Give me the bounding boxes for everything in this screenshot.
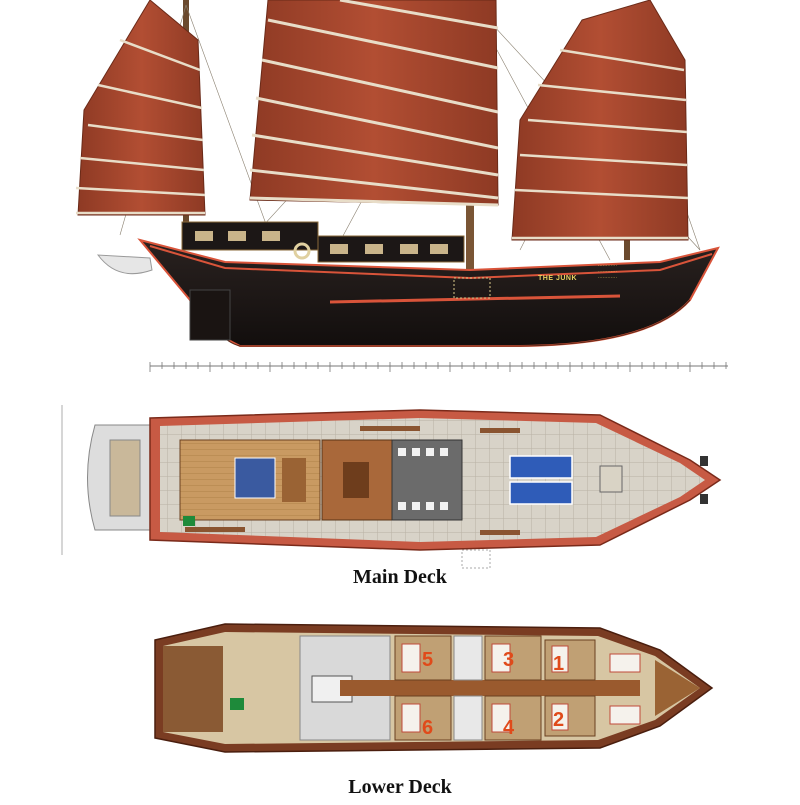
stair xyxy=(343,462,369,498)
stern-text-line: ............ xyxy=(598,262,617,267)
aft-salon-bed xyxy=(234,457,276,499)
boarding-ladder xyxy=(461,549,491,569)
dining-chairs xyxy=(398,448,448,510)
aft-sail-battens xyxy=(75,38,206,215)
fore-sail-battens xyxy=(512,48,689,240)
hull-stripe xyxy=(329,294,621,304)
dinghy-icon xyxy=(96,254,153,275)
cabin-number: 4 xyxy=(503,717,515,739)
lower-emergency-sign xyxy=(230,698,244,710)
bulwark-benches xyxy=(185,426,520,535)
cabin-number: 6 xyxy=(422,717,433,739)
side-elevation: THE JUNK ............ ............ .....… xyxy=(75,0,728,372)
deckhouse-windows xyxy=(195,231,448,254)
life-ring-icon xyxy=(293,242,311,260)
stern-dinghy-inner xyxy=(109,439,141,517)
main-sail-battens xyxy=(249,0,499,207)
aft-sail xyxy=(77,0,206,216)
main-deck-plan xyxy=(61,405,722,569)
stern-text-block: ............ ............ ............ xyxy=(598,262,617,279)
scale-ruler xyxy=(149,362,728,372)
lower-deck-plan: 5 3 1 6 4 2 xyxy=(154,623,714,753)
emergency-exit-sign xyxy=(183,516,195,526)
bow-chain-locker xyxy=(655,660,700,716)
sunbed-right xyxy=(509,481,573,505)
central-corridor xyxy=(340,680,640,696)
bow-anchors xyxy=(700,456,708,504)
cabin-number: 5 xyxy=(422,649,433,671)
aft-salon-desk xyxy=(282,458,306,502)
sunbed-left xyxy=(509,455,573,479)
foredeck-hatch xyxy=(599,465,623,493)
cabin-number: 3 xyxy=(503,649,514,671)
lower-deck-title: Lower Deck xyxy=(348,776,452,798)
stern-text-line: ............ xyxy=(598,268,617,273)
rudder xyxy=(189,289,231,341)
hull-name-label: THE JUNK xyxy=(538,275,577,282)
main-deck-title: Main Deck xyxy=(353,566,447,588)
lazarette xyxy=(163,646,223,732)
bunks xyxy=(401,643,641,733)
ruler-ticks xyxy=(149,362,727,372)
fore-sail xyxy=(511,0,689,241)
heads xyxy=(453,635,483,741)
hull-hatch xyxy=(453,277,491,299)
cabin-number: 1 xyxy=(553,653,564,675)
cabin-number: 2 xyxy=(553,709,564,731)
stern-text-line: ............ xyxy=(598,274,617,279)
